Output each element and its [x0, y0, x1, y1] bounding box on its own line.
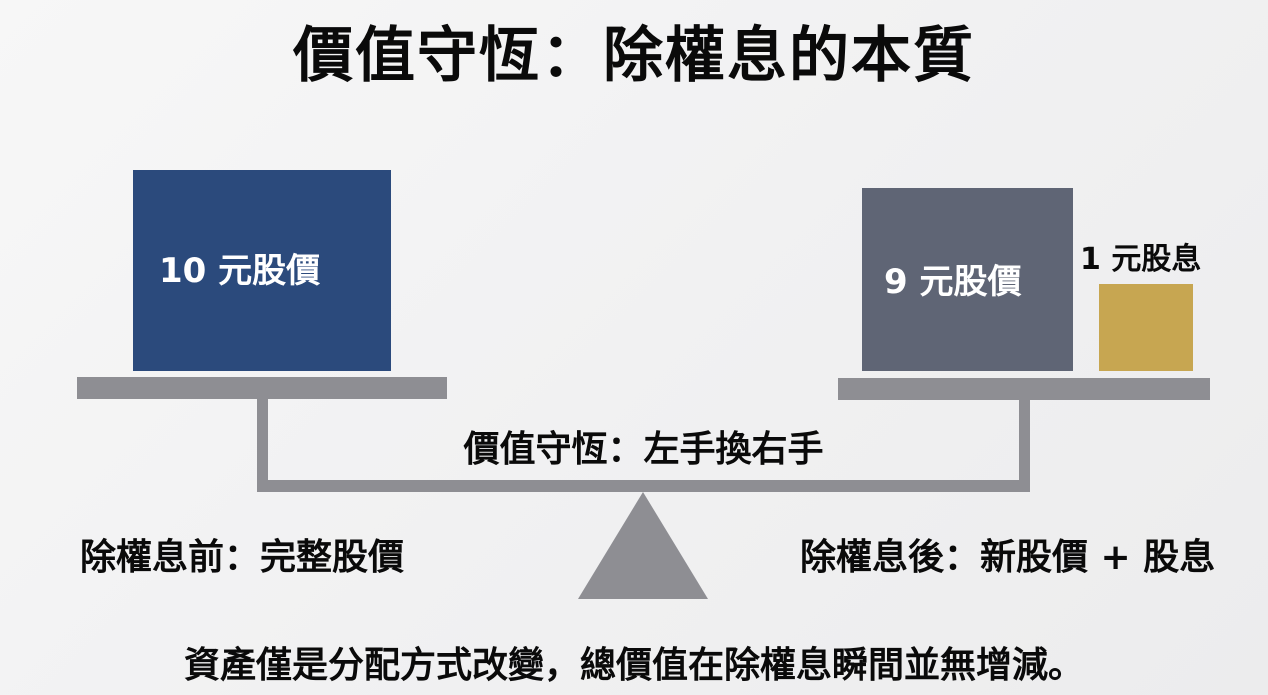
page-title: 價值守恆：除權息的本質 — [293, 21, 975, 91]
dividend-label: 1 元股息 — [1080, 242, 1202, 277]
before-caption: 除權息前：完整股價 — [80, 537, 405, 578]
beam-label: 價值守恆：左手換右手 — [463, 429, 824, 470]
dividend-box — [1099, 284, 1193, 371]
after-stock-price-box: 9 元股價 — [862, 188, 1073, 371]
before-stock-price-label: 10 元股價 — [159, 251, 321, 291]
scale-beam — [257, 480, 1030, 492]
footer-summary: 資產僅是分配方式改變，總價值在除權息瞬間並無增減。 — [183, 645, 1084, 686]
left-scale-post — [257, 399, 268, 492]
left-scale-pan — [77, 377, 447, 399]
fulcrum-triangle-icon — [578, 492, 708, 599]
right-scale-pan — [838, 378, 1210, 400]
after-stock-price-label: 9 元股價 — [884, 262, 1022, 302]
right-scale-post — [1019, 400, 1030, 492]
before-stock-price-box: 10 元股價 — [133, 170, 391, 371]
after-caption: 除權息後：新股價 + 股息 — [800, 537, 1216, 578]
